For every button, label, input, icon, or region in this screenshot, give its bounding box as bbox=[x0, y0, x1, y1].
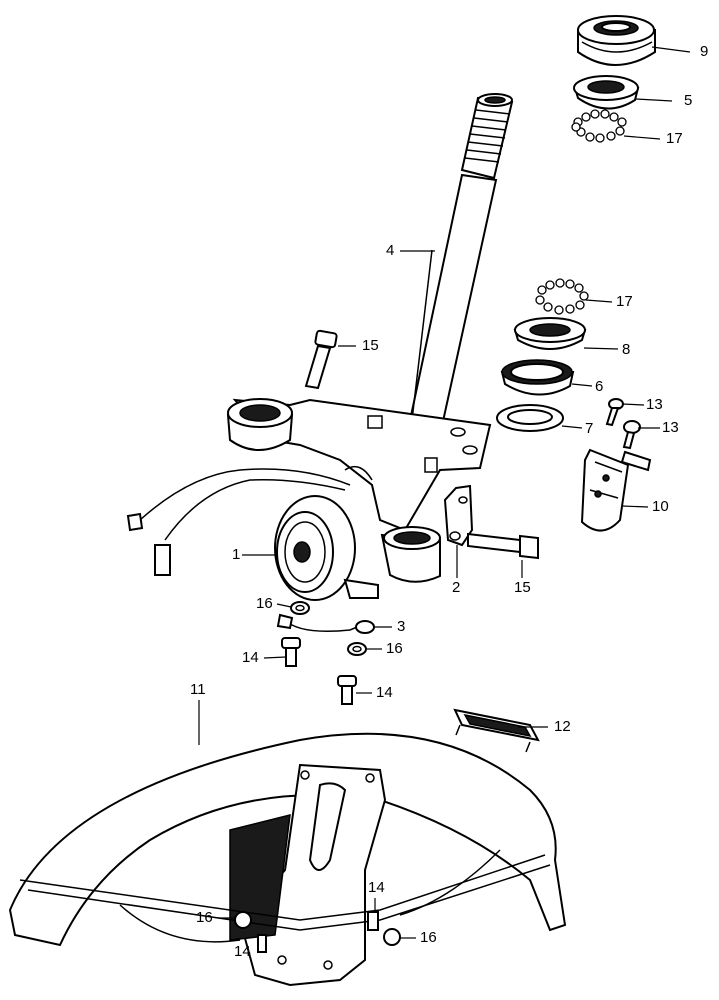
callout-14: 14 bbox=[242, 649, 259, 666]
part-16-washer-b bbox=[347, 642, 367, 656]
callout-7: 7 bbox=[585, 420, 594, 437]
callout-17: 17 bbox=[616, 293, 633, 310]
callout-17: 17 bbox=[666, 130, 683, 147]
callout-14: 14 bbox=[368, 879, 385, 896]
part-15-bolt-lower bbox=[467, 532, 539, 560]
part-13-key-a bbox=[605, 398, 624, 427]
part-10-ignition-switch bbox=[580, 448, 630, 532]
part-14-bolt-a bbox=[281, 637, 301, 667]
callout-10: 10 bbox=[652, 498, 669, 515]
part-1-horn bbox=[274, 495, 379, 601]
callout-3: 3 bbox=[397, 618, 406, 635]
callout-4: 4 bbox=[386, 242, 395, 259]
callout-13: 13 bbox=[662, 419, 679, 436]
callout-16: 16 bbox=[386, 640, 403, 657]
callout-16: 16 bbox=[420, 929, 437, 946]
part-17-ball-ring-upper bbox=[571, 109, 627, 143]
part-11-front-fender bbox=[8, 732, 567, 987]
part-13-key-b bbox=[620, 420, 652, 472]
callout-13: 13 bbox=[646, 396, 663, 413]
part-8-race bbox=[513, 317, 587, 350]
callout-1: 1 bbox=[232, 546, 241, 563]
part-15-bolt-upper bbox=[304, 329, 338, 390]
callout-5: 5 bbox=[684, 92, 693, 109]
callout-15: 15 bbox=[362, 337, 379, 354]
callout-14: 14 bbox=[234, 943, 251, 960]
callout-9: 9 bbox=[700, 43, 709, 60]
part-16-washer-a bbox=[290, 601, 310, 615]
stem-bottom-bracket bbox=[226, 398, 492, 583]
part-2-bracket bbox=[443, 484, 474, 547]
part-7-dust-seal bbox=[496, 404, 564, 432]
part-5-upper-race bbox=[573, 75, 640, 110]
part-12-emblem bbox=[453, 708, 540, 753]
leader-lines bbox=[198, 46, 691, 953]
part-6-race bbox=[500, 359, 575, 396]
callout-15: 15 bbox=[514, 579, 531, 596]
callout-16: 16 bbox=[196, 909, 213, 926]
part-14-bolt-b bbox=[337, 675, 357, 705]
callout-11: 11 bbox=[190, 681, 206, 698]
callout-12: 12 bbox=[554, 718, 571, 735]
callout-2: 2 bbox=[452, 579, 461, 596]
part-4-steering-stem bbox=[397, 93, 514, 442]
part-9-top-cap-nut bbox=[577, 15, 656, 66]
callout-16: 16 bbox=[256, 595, 273, 612]
callout-6: 6 bbox=[595, 378, 604, 395]
callout-8: 8 bbox=[622, 341, 631, 358]
callout-14: 14 bbox=[376, 684, 393, 701]
part-3-horn-stay bbox=[276, 613, 375, 634]
horn-wiring bbox=[126, 465, 373, 576]
part-17-ball-ring-lower bbox=[535, 278, 589, 315]
